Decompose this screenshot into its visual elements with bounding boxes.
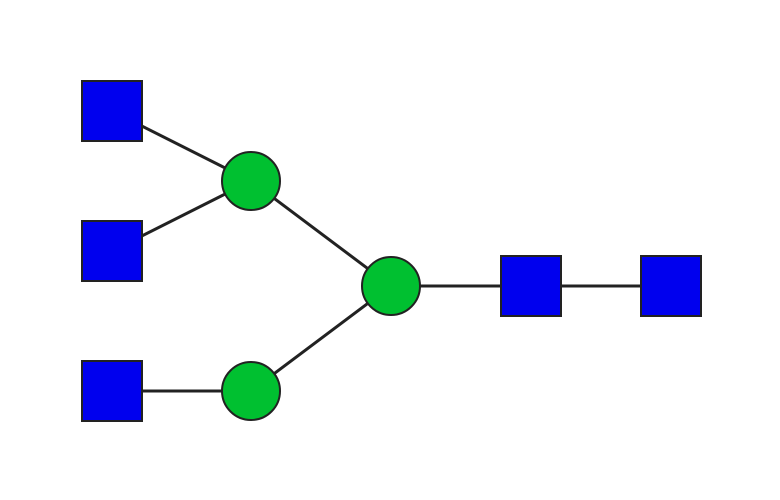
node-square-right-2: [641, 256, 701, 316]
node-circle-center: [362, 257, 420, 315]
nodes-layer: [82, 81, 701, 421]
node-square-right-1: [501, 256, 561, 316]
node-square-bottom-left: [82, 361, 142, 421]
node-square-middle-left: [82, 221, 142, 281]
edges-layer: [112, 111, 671, 391]
node-circle-upper: [222, 152, 280, 210]
node-square-top-left: [82, 81, 142, 141]
node-circle-lower: [222, 362, 280, 420]
